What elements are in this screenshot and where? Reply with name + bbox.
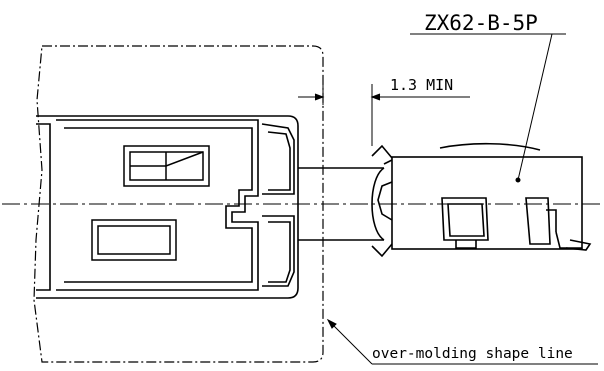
dimension-label: 1.3 MIN <box>390 76 453 94</box>
over-molding-outline <box>33 45 324 363</box>
callout-label: over-molding shape line <box>372 346 573 362</box>
plug-body <box>36 115 299 299</box>
part-number-leader <box>410 33 566 183</box>
receptacle-body <box>371 142 592 258</box>
part-number-label: ZX62-B-5P <box>424 11 538 35</box>
lower-window <box>91 219 177 261</box>
callout-leader <box>326 318 598 365</box>
dimension-marker <box>298 78 470 146</box>
shell-lines <box>298 167 384 241</box>
latch-window <box>123 145 210 187</box>
